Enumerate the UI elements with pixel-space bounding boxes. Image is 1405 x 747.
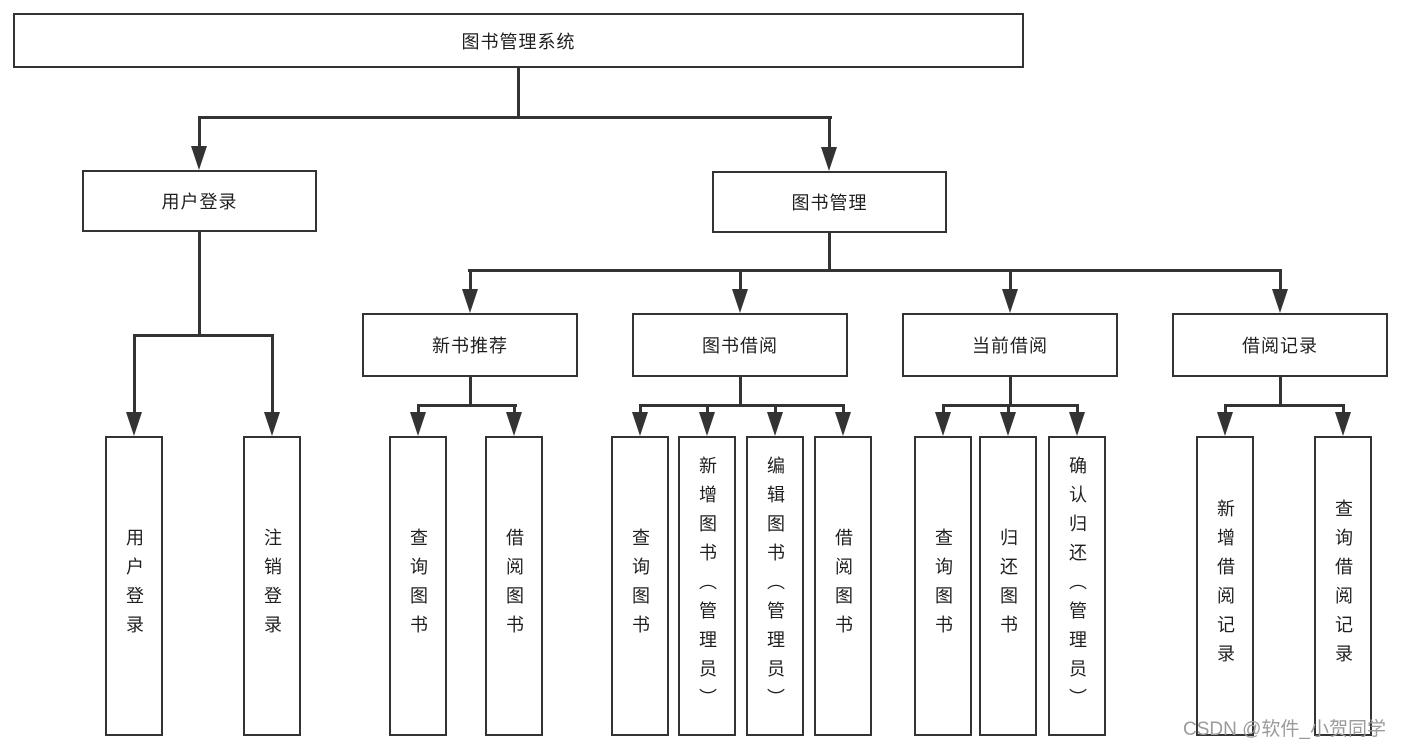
arrow-down-icon <box>410 412 426 436</box>
leaf-query-book-borrow-label: 查询图书 <box>630 528 650 644</box>
leaf-logout-label: 注销登录 <box>262 528 282 644</box>
leaf-borrow-book-recommend: 借阅图书 <box>485 436 543 736</box>
connector-to-branch <box>1279 269 1282 291</box>
connector-to-leaf <box>942 404 945 414</box>
leaf-user-login-label: 用户登录 <box>124 528 144 644</box>
leaf-return-book: 归还图书 <box>979 436 1037 736</box>
leaf-query-book-recommend: 查询图书 <box>389 436 447 736</box>
connector-book-mgmt-bar <box>468 269 1282 272</box>
node-root: 图书管理系统 <box>13 13 1024 68</box>
leaf-logout: 注销登录 <box>243 436 301 736</box>
connector-root-bar <box>198 116 832 119</box>
connector-branch-bar <box>639 404 845 407</box>
leaf-borrow-book: 借阅图书 <box>814 436 872 736</box>
connector-user-login-bar <box>133 334 274 337</box>
connector-to-leaf <box>639 404 642 414</box>
connector-to-leaf <box>513 404 516 414</box>
leaf-query-book-borrow: 查询图书 <box>611 436 669 736</box>
arrow-down-icon <box>632 412 648 436</box>
node-current-borrow-label: 当前借阅 <box>972 336 1048 356</box>
arrow-down-icon <box>462 289 478 313</box>
leaf-query-book-current-label: 查询图书 <box>933 528 953 644</box>
leaf-user-login: 用户登录 <box>105 436 163 736</box>
connector-to-leaf <box>1007 404 1010 414</box>
arrow-down-icon <box>767 412 783 436</box>
leaf-edit-book-admin: 编辑图书（管理员） <box>746 436 804 736</box>
arrow-down-icon <box>1272 289 1288 313</box>
connector-branch-bar <box>942 404 1079 407</box>
connector-branch-bar <box>1224 404 1345 407</box>
arrow-down-icon <box>935 412 951 436</box>
connector-to-leaf <box>1224 404 1227 414</box>
node-book-management: 图书管理 <box>712 171 947 233</box>
arrow-down-icon <box>1000 412 1016 436</box>
connector-user-login-stem <box>198 232 201 336</box>
node-root-label: 图书管理系统 <box>461 31 576 52</box>
connector-to-leaf <box>706 404 709 414</box>
node-new-book-recommend: 新书推荐 <box>362 313 578 377</box>
connector-branch-stem <box>1279 377 1282 407</box>
arrow-down-icon <box>191 146 207 170</box>
connector-branch-bar <box>417 404 517 407</box>
arrow-down-icon <box>1335 412 1351 436</box>
node-book-management-label: 图书管理 <box>791 193 868 213</box>
connector-to-leaf <box>1076 404 1079 414</box>
connector-root-stem <box>517 68 520 118</box>
arrow-down-icon <box>835 412 851 436</box>
arrow-down-icon <box>506 412 522 436</box>
connector-book-mgmt-stem <box>828 233 831 272</box>
leaf-query-book-recommend-label: 查询图书 <box>408 528 428 644</box>
node-borrow-record: 借阅记录 <box>1172 313 1388 377</box>
leaf-confirm-return-admin-label: 确认归还（管理员） <box>1067 455 1087 717</box>
connector-branch-stem <box>739 377 742 407</box>
leaf-add-borrow-record: 新增借阅记录 <box>1196 436 1254 736</box>
leaf-borrow-book-recommend-label: 借阅图书 <box>504 528 524 644</box>
connector-to-branch <box>1009 269 1012 291</box>
arrow-down-icon <box>1002 289 1018 313</box>
node-new-book-recommend-label: 新书推荐 <box>432 336 508 356</box>
node-borrow-record-label: 借阅记录 <box>1242 336 1318 356</box>
leaf-edit-book-admin-label: 编辑图书（管理员） <box>765 455 785 717</box>
connector-to-leaf <box>774 404 777 414</box>
connector-to-leaf <box>1342 404 1345 414</box>
leaf-add-borrow-record-label: 新增借阅记录 <box>1215 499 1235 673</box>
arrow-down-icon <box>1069 412 1085 436</box>
connector-to-branch <box>469 269 472 291</box>
leaf-query-book-current: 查询图书 <box>914 436 972 736</box>
node-book-borrow: 图书借阅 <box>632 313 848 377</box>
connector-to-leaf <box>271 334 274 414</box>
arrow-down-icon <box>264 412 280 436</box>
connector-to-leaf <box>842 404 845 414</box>
node-book-borrow-label: 图书借阅 <box>702 336 778 356</box>
connector-to-leaf <box>417 404 420 414</box>
arrow-down-icon <box>732 289 748 313</box>
connector-to-leaf <box>133 334 136 414</box>
node-current-borrow: 当前借阅 <box>902 313 1118 377</box>
leaf-query-borrow-record-label: 查询借阅记录 <box>1333 499 1353 673</box>
arrow-down-icon <box>126 412 142 436</box>
arrow-down-icon <box>699 412 715 436</box>
arrow-down-icon <box>821 147 837 171</box>
connector-branch-stem <box>1009 377 1012 407</box>
leaf-add-book-admin-label: 新增图书（管理员） <box>697 455 717 717</box>
connector-to-branch <box>739 269 742 291</box>
arrow-down-icon <box>1217 412 1233 436</box>
connector-to-book-management <box>828 116 831 149</box>
connector-to-user-login <box>198 116 201 148</box>
node-user-login: 用户登录 <box>82 170 317 232</box>
leaf-query-borrow-record: 查询借阅记录 <box>1314 436 1372 736</box>
leaf-confirm-return-admin: 确认归还（管理员） <box>1048 436 1106 736</box>
leaf-add-book-admin: 新增图书（管理员） <box>678 436 736 736</box>
leaf-return-book-label: 归还图书 <box>998 528 1018 644</box>
leaf-borrow-book-label: 借阅图书 <box>833 528 853 644</box>
csdn-watermark: CSDN @软件_小贺同学 <box>1183 719 1386 740</box>
connector-branch-stem <box>469 377 472 407</box>
node-user-login-label: 用户登录 <box>161 192 238 212</box>
